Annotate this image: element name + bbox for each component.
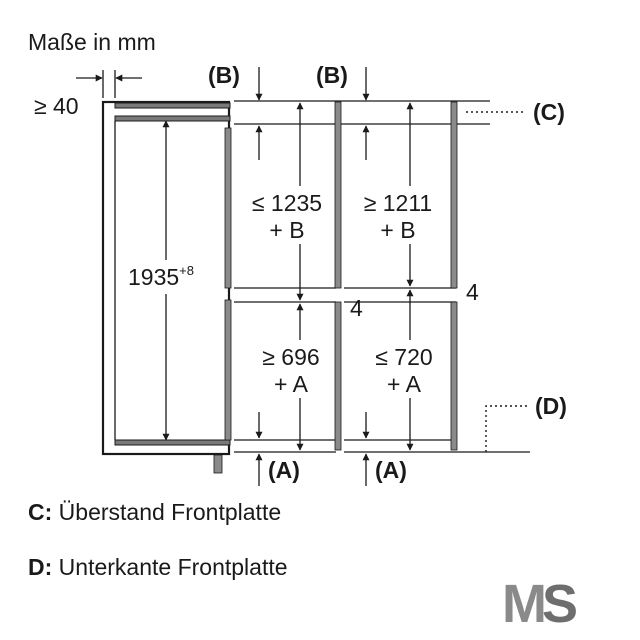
reference-lines xyxy=(234,100,530,453)
label-c: (C) xyxy=(533,99,565,125)
label-lower-right-2: + A xyxy=(387,371,422,397)
label-upper-left-2: + B xyxy=(269,217,304,243)
height-main-label-bg xyxy=(125,260,215,294)
logo-letter-s: S xyxy=(542,574,578,628)
label-d: (D) xyxy=(535,393,567,419)
legend-d-text: Unterkante Frontplatte xyxy=(58,554,288,580)
appliance-side-view xyxy=(101,100,232,474)
door-panel-lower xyxy=(224,299,232,441)
legend-c-key: C: xyxy=(28,499,53,525)
front-panel-right-lower xyxy=(450,301,458,451)
ms-logo: M S xyxy=(502,574,578,628)
label-gap-mid-left: 4 xyxy=(350,295,363,321)
door-panel-upper xyxy=(224,127,232,289)
label-lower-left-2: + A xyxy=(274,371,309,397)
label-height-main-sup: +8 xyxy=(179,263,194,278)
diagram-title: Maße in mm xyxy=(28,29,156,55)
lower-left-label-bg xyxy=(250,340,332,398)
front-panels xyxy=(334,101,458,451)
front-panel-right-upper xyxy=(450,101,458,289)
label-b-left: (B) xyxy=(208,62,240,88)
label-upper-right-2: + B xyxy=(380,217,415,243)
label-upper-right-1: ≥ 1211 xyxy=(364,190,432,216)
label-height-main-value: 1935 xyxy=(128,264,179,290)
upper-right-label-bg xyxy=(352,186,448,244)
label-gap-top: ≥ 40 xyxy=(34,93,79,119)
legend-d: D: Unterkante Frontplatte xyxy=(28,554,288,581)
logo-letter-m: M xyxy=(502,574,544,628)
appliance-bottom-bar xyxy=(114,439,231,446)
label-b-right: (B) xyxy=(316,62,348,88)
appliance-top-bar xyxy=(114,102,231,109)
label-gap-mid-right: 4 xyxy=(466,279,479,305)
lower-right-label-bg xyxy=(360,340,446,398)
legend-d-key: D: xyxy=(28,554,53,580)
label-lower-left-1: ≥ 696 xyxy=(262,344,319,370)
plinth-foot xyxy=(213,454,223,474)
legend-c: C: Überstand Frontplatte xyxy=(28,499,281,526)
label-upper-left-1: ≤ 1235 xyxy=(252,190,322,216)
label-a-right: (A) xyxy=(375,457,407,483)
label-height-main: 1935+8 xyxy=(128,263,194,290)
label-a-left: (A) xyxy=(268,457,300,483)
upper-left-label-bg xyxy=(238,186,334,244)
label-lower-right-1: ≤ 720 xyxy=(375,344,432,370)
appliance-top-bar-2 xyxy=(114,115,231,122)
legend-c-text: Überstand Frontplatte xyxy=(58,499,282,525)
front-panel-middle-lower xyxy=(334,301,342,451)
front-panel-middle-upper xyxy=(334,101,342,289)
d-dotted-line xyxy=(485,405,530,452)
